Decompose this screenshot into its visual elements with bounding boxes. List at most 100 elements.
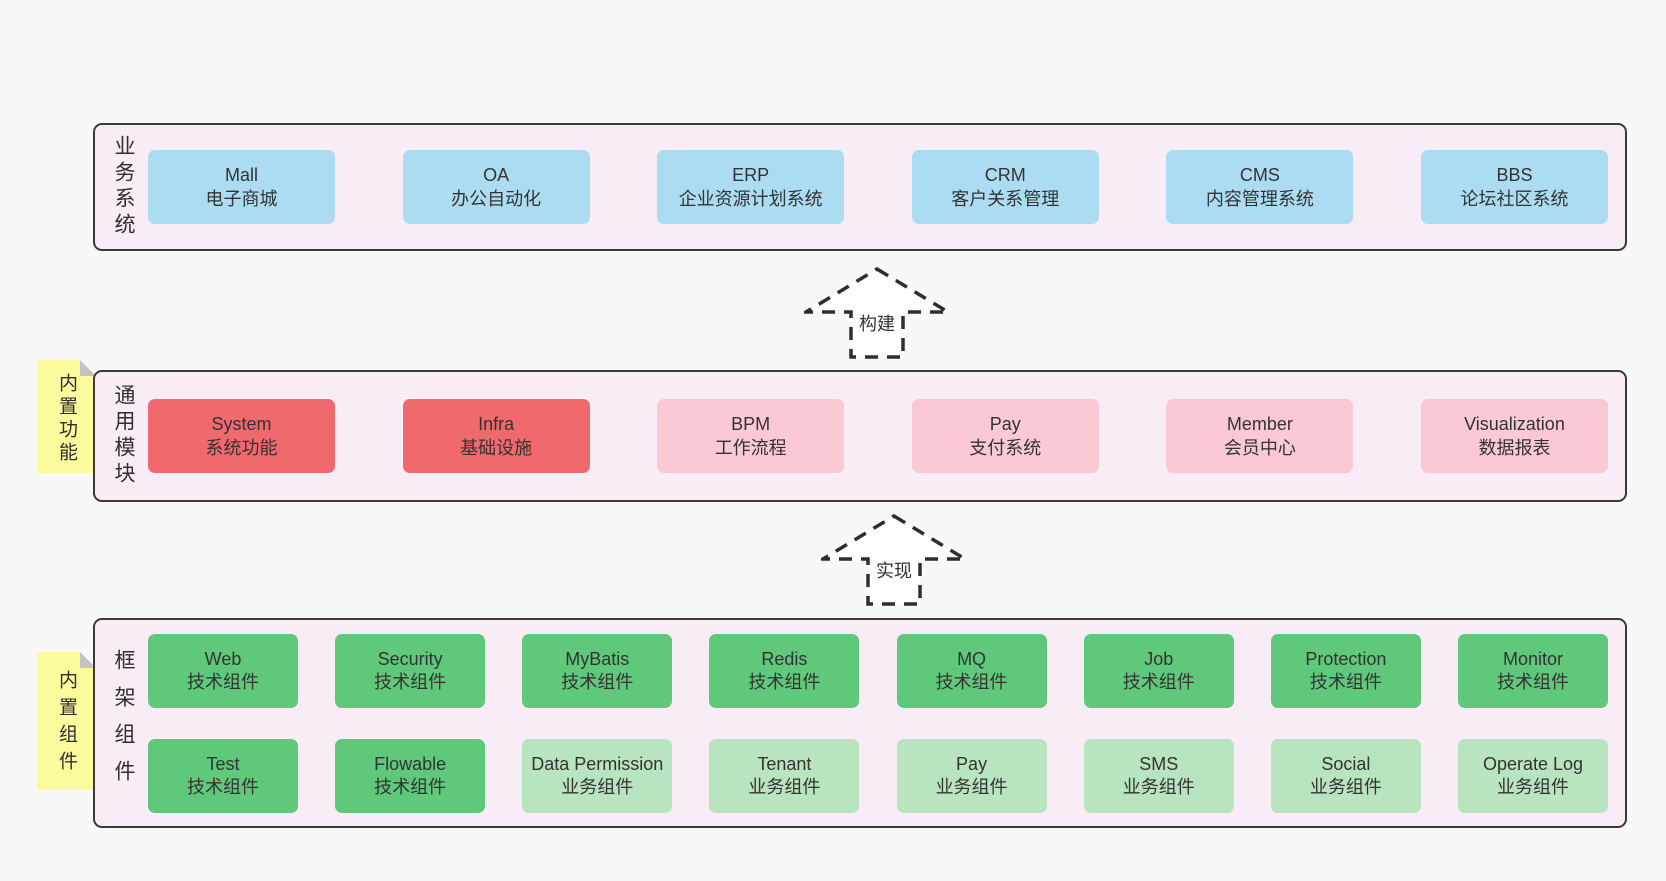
- box-cms: CMS 内容管理系统: [1166, 150, 1354, 224]
- box-subtitle: 技术组件: [374, 776, 447, 797]
- box-title: Infra: [478, 414, 515, 434]
- box-title: Test: [206, 753, 240, 774]
- box-oa: OA 办公自动化: [402, 150, 590, 224]
- box-subtitle: 技术组件: [1496, 671, 1569, 692]
- arrow-up-implement: 实现: [821, 514, 967, 606]
- box-title: Social: [1321, 753, 1371, 774]
- box-title: Redis: [761, 648, 808, 669]
- layer-label-framework-components: 框架组件: [112, 649, 135, 797]
- box-title: SMS: [1139, 753, 1179, 774]
- box-title: Security: [377, 648, 443, 669]
- box-subtitle: 技术组件: [374, 671, 447, 692]
- box-subtitle: 技术组件: [935, 671, 1008, 692]
- box-subtitle: 业务组件: [1309, 776, 1382, 797]
- layer-label-common-modules: 通用模块: [112, 384, 135, 488]
- box-title: Tenant: [757, 753, 812, 774]
- box-subtitle: 支付系统: [969, 438, 1042, 458]
- box-bbs: BBS 论坛社区系统: [1420, 150, 1608, 224]
- box-title: Member: [1226, 414, 1293, 434]
- box-title: Data Permission: [531, 753, 664, 774]
- box-title: Pay: [989, 414, 1021, 434]
- box-title: Pay: [956, 753, 988, 774]
- arrow-up-build: 构建: [804, 267, 950, 359]
- box-title: MyBatis: [565, 648, 630, 669]
- box-subtitle: 基础设施: [460, 438, 533, 458]
- sticky-note-text: 内置功能: [56, 372, 77, 465]
- box-visualization: Visualization 数据报表: [1420, 399, 1608, 473]
- box-subtitle: 技术组件: [1122, 671, 1195, 692]
- box-title: Visualization: [1464, 414, 1565, 434]
- box-subtitle: 数据报表: [1478, 438, 1551, 458]
- box-subtitle: 系统功能: [205, 438, 278, 458]
- layer-label-business-systems: 业务系统: [112, 135, 135, 239]
- box-subtitle: 技术组件: [187, 776, 259, 797]
- sticky-note-built-in-functions: 内置功能: [37, 360, 96, 473]
- box-subtitle: 技术组件: [748, 671, 821, 692]
- box-subtitle: 业务组件: [935, 776, 1008, 797]
- box-title: BBS: [1496, 165, 1533, 185]
- sticky-note-built-in-components: 内置组件: [37, 652, 96, 790]
- box-title: Flowable: [374, 753, 447, 774]
- box-subtitle: 工作流程: [714, 438, 787, 458]
- box-title: Protection: [1305, 648, 1387, 669]
- box-pay: Pay 支付系统: [911, 399, 1099, 473]
- box-crm: CRM 客户关系管理: [911, 150, 1099, 224]
- box-title: Monitor: [1502, 648, 1563, 669]
- box-subtitle: 论坛社区系统: [1460, 189, 1569, 209]
- box-infra: Infra 基础设施: [402, 399, 590, 473]
- box-title: Operate Log: [1482, 753, 1584, 774]
- box-title: CRM: [984, 165, 1026, 185]
- box-subtitle: 业务组件: [561, 776, 634, 797]
- box-subtitle: 企业资源计划系统: [678, 189, 823, 209]
- box-title: CMS: [1239, 165, 1280, 185]
- box-title: OA: [483, 165, 510, 185]
- box-subtitle: 技术组件: [187, 671, 259, 692]
- box-subtitle: 技术组件: [561, 671, 634, 692]
- box-subtitle: 会员中心: [1223, 438, 1296, 458]
- box-subtitle: 业务组件: [748, 776, 821, 797]
- box-title: Mall: [224, 165, 258, 185]
- box-subtitle: 业务组件: [1122, 776, 1195, 797]
- box-system: System 系统功能: [148, 399, 335, 473]
- box-subtitle: 客户关系管理: [951, 189, 1060, 209]
- arrow-label-build: 构建: [856, 310, 898, 336]
- box-subtitle: 办公自动化: [451, 189, 542, 209]
- sticky-note-text: 内置组件: [56, 669, 77, 778]
- box-title: Web: [204, 648, 242, 669]
- box-subtitle: 业务组件: [1496, 776, 1569, 797]
- box-subtitle: 内容管理系统: [1205, 189, 1314, 209]
- box-title: System: [211, 414, 272, 434]
- box-member: Member 会员中心: [1166, 399, 1354, 473]
- box-mall: Mall 电子商城: [148, 150, 335, 224]
- box-title: MQ: [957, 648, 987, 669]
- box-subtitle: 技术组件: [1309, 671, 1382, 692]
- box-subtitle: 电子商城: [205, 189, 278, 209]
- box-title: Job: [1144, 648, 1174, 669]
